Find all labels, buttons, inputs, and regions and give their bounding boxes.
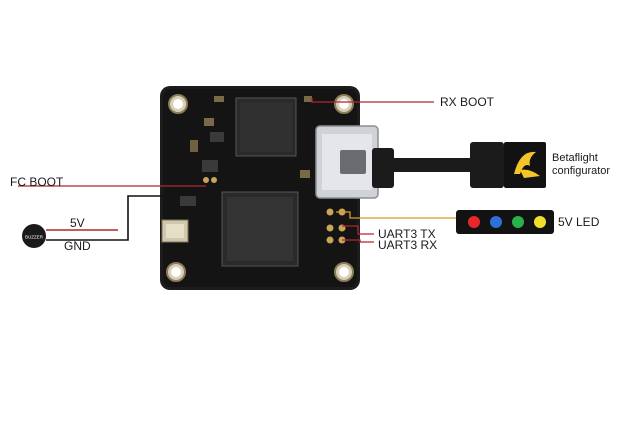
buzzer-label: BUZZER (25, 235, 44, 240)
betaflight-line1: Betaflight (552, 152, 598, 164)
five-v-label: 5V (70, 216, 85, 230)
leader-lines (18, 98, 456, 243)
betaflight-configurator-label: Betaflight configurator (552, 152, 610, 178)
led-strip (456, 210, 554, 234)
fc-boot-label: FC BOOT (10, 175, 64, 189)
rx-boot-label: RX BOOT (440, 95, 495, 109)
betaflight-logo-icon (504, 142, 546, 188)
usb-cable (372, 142, 504, 188)
led-red (468, 216, 480, 228)
led-green (512, 216, 524, 228)
buzzer-icon: BUZZER (22, 224, 46, 248)
five-v-led-label: 5V LED (558, 215, 600, 229)
uart3-tx-label: UART3 TX (378, 227, 436, 241)
gnd-label: GND (64, 239, 91, 253)
flight-controller-board (160, 86, 379, 290)
betaflight-line2: configurator (552, 165, 611, 177)
led-blue (490, 216, 502, 228)
led-yellow (534, 216, 546, 228)
uart3-rx-label: UART3 RX (378, 238, 438, 252)
buzzer-wires (46, 195, 164, 241)
